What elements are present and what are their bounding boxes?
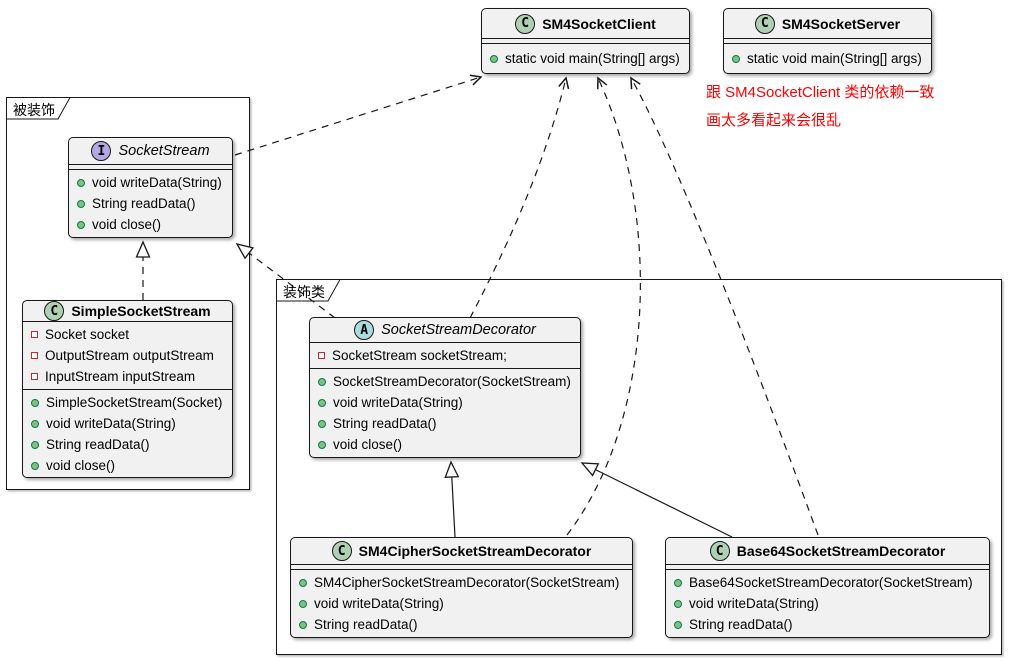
private-field-icon — [31, 373, 38, 380]
class-stereotype-icon: C — [709, 541, 730, 562]
method-item: String readData() — [23, 434, 232, 455]
private-field-icon — [318, 352, 325, 359]
method-item: Base64SocketStreamDecorator(SocketStream… — [666, 572, 989, 593]
private-field-icon — [31, 352, 38, 359]
fields-compartment-empty — [666, 565, 989, 570]
abstract-socketstreamdecorator-header: A SocketStreamDecorator — [310, 318, 580, 343]
method-item: SM4CipherSocketStreamDecorator(SocketStr… — [291, 572, 632, 593]
class-simplesocketstream: C SimpleSocketStream Socket socket Outpu… — [22, 300, 233, 478]
method-item: static void main(String[] args) — [482, 48, 689, 69]
class-title: SM4SocketServer — [781, 15, 901, 32]
abstract-socketstreamdecorator: A SocketStreamDecorator SocketStream soc… — [309, 317, 581, 458]
field-item: InputStream inputStream — [23, 366, 232, 387]
public-method-icon — [31, 440, 39, 449]
class-sm4socketclient: C SM4SocketClient static void main(Strin… — [481, 8, 690, 74]
methods-compartment: static void main(String[] args) — [724, 44, 931, 73]
class-sm4socketclient-header: C SM4SocketClient — [482, 9, 689, 39]
method-item: void close() — [69, 214, 232, 235]
public-method-icon — [77, 178, 85, 187]
method-item: void writeData(String) — [291, 593, 632, 614]
method-item: SimpleSocketStream(Socket) — [23, 392, 232, 413]
public-method-icon — [490, 54, 498, 63]
class-sm4ciphersocketstreamdecorator: C SM4CipherSocketStreamDecorator SM4Ciph… — [290, 537, 633, 638]
class-base64-header: C Base64SocketStreamDecorator — [666, 538, 989, 566]
public-method-icon — [77, 199, 85, 208]
method-item: String readData() — [666, 614, 989, 635]
class-stereotype-icon: C — [754, 13, 775, 34]
public-method-icon — [299, 578, 307, 587]
class-stereotype-icon: C — [331, 541, 352, 562]
public-method-icon — [674, 620, 682, 629]
fields-compartment-empty — [724, 39, 931, 44]
fields-compartment-empty — [482, 39, 689, 44]
fields-compartment: SocketStream socketStream; — [310, 343, 580, 369]
method-item: void close() — [23, 455, 232, 476]
public-method-icon — [732, 54, 740, 63]
class-stereotype-icon: C — [44, 301, 65, 321]
methods-compartment: void writeData(String) String readData()… — [69, 170, 232, 237]
class-base64socketstreamdecorator: C Base64SocketStreamDecorator Base64Sock… — [665, 537, 990, 638]
fields-compartment-empty — [69, 165, 232, 170]
class-title: SocketStream — [118, 143, 210, 160]
method-item: void writeData(String) — [310, 392, 580, 413]
public-method-icon — [674, 578, 682, 587]
class-title: Base64SocketStreamDecorator — [736, 543, 946, 560]
fields-compartment: Socket socket OutputStream outputStream … — [23, 322, 232, 390]
note-line-2: 画太多看起来会很乱 — [706, 112, 842, 129]
class-title: SimpleSocketStream — [71, 303, 211, 319]
public-method-icon — [318, 398, 326, 407]
class-sm4socketserver: C SM4SocketServer static void main(Strin… — [723, 8, 932, 74]
public-method-icon — [31, 461, 39, 470]
method-item: String readData() — [69, 193, 232, 214]
methods-compartment: Base64SocketStreamDecorator(SocketStream… — [666, 570, 989, 637]
private-field-icon — [31, 331, 38, 338]
field-item: OutputStream outputStream — [23, 345, 232, 366]
method-item: SocketStreamDecorator(SocketStream) — [310, 371, 580, 392]
methods-compartment: SimpleSocketStream(Socket) void writeDat… — [23, 390, 232, 478]
class-sm4cipher-header: C SM4CipherSocketStreamDecorator — [291, 538, 632, 566]
public-method-icon — [299, 599, 307, 608]
public-method-icon — [674, 599, 682, 608]
public-method-icon — [318, 377, 326, 386]
method-item: void close() — [310, 434, 580, 455]
class-title: SM4SocketClient — [542, 15, 656, 32]
public-method-icon — [31, 398, 39, 407]
note-dependency-remark: 跟 SM4SocketClient 类的依赖一致 画太多看起来会很乱 — [706, 79, 934, 135]
abstract-stereotype-icon: A — [354, 320, 375, 340]
method-item: static void main(String[] args) — [724, 48, 931, 69]
public-method-icon — [318, 419, 326, 428]
methods-compartment: SM4CipherSocketStreamDecorator(SocketStr… — [291, 570, 632, 637]
methods-compartment: SocketStreamDecorator(SocketStream) void… — [310, 369, 580, 457]
class-title: SM4CipherSocketStreamDecorator — [358, 543, 592, 560]
interface-socketstream-header: I SocketStream — [69, 138, 232, 166]
fields-compartment-empty — [291, 565, 632, 570]
package-decorators-label: 装饰类 — [283, 284, 325, 300]
interface-stereotype-icon: I — [91, 141, 112, 162]
package-decorated-label: 被装饰 — [13, 102, 55, 118]
public-method-icon — [299, 620, 307, 629]
method-item: String readData() — [291, 614, 632, 635]
public-method-icon — [77, 220, 85, 229]
class-title: SocketStreamDecorator — [381, 322, 536, 338]
method-item: void writeData(String) — [69, 172, 232, 193]
field-item: SocketStream socketStream; — [310, 345, 580, 366]
dependency-socketstream-to-client — [234, 74, 483, 156]
interface-socketstream: I SocketStream void writeData(String) St… — [68, 137, 233, 238]
method-item: void writeData(String) — [23, 413, 232, 434]
note-line-1: 跟 SM4SocketClient 类的依赖一致 — [706, 84, 935, 101]
methods-compartment: static void main(String[] args) — [482, 44, 689, 73]
method-item: String readData() — [310, 413, 580, 434]
class-stereotype-icon: C — [515, 13, 536, 34]
field-item: Socket socket — [23, 324, 232, 345]
public-method-icon — [318, 440, 326, 449]
class-simplesocketstream-header: C SimpleSocketStream — [23, 301, 232, 322]
class-sm4socketserver-header: C SM4SocketServer — [724, 9, 931, 39]
public-method-icon — [31, 419, 39, 428]
method-item: void writeData(String) — [666, 593, 989, 614]
